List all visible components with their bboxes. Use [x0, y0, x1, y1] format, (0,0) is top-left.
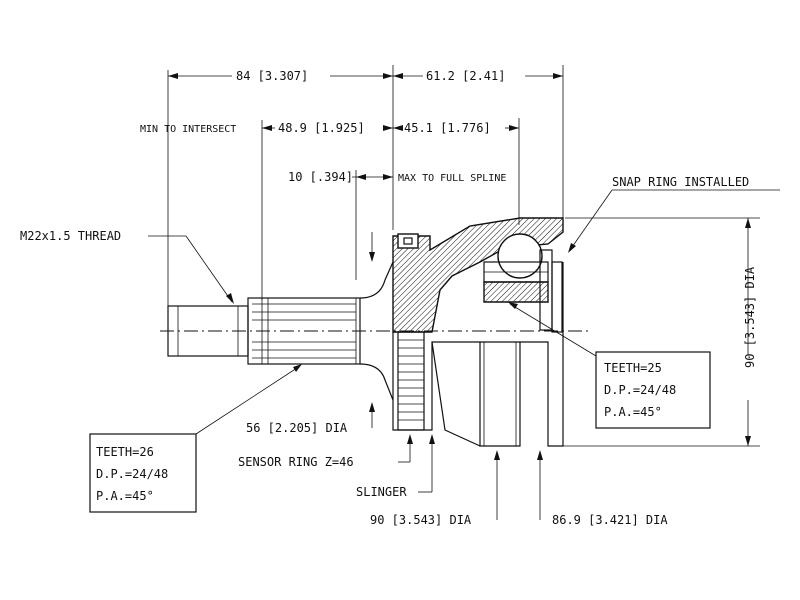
extension-lines — [167, 65, 760, 447]
left-pa: P.A.=45° — [96, 489, 154, 503]
left-dp: D.P.=24/48 — [96, 467, 168, 481]
dim-min-intersect-right: 45.1 [1.776] — [404, 121, 491, 135]
outer-dia-label: 90 [3.543] DIA — [743, 266, 757, 368]
right-pa: P.A.=45° — [604, 405, 662, 419]
shaft-dia-label: 56 [2.205] DIA — [246, 421, 348, 435]
leader-lines — [148, 189, 780, 520]
thread-label: M22x1.5 THREAD — [20, 229, 121, 243]
dim-min-intersect-left: 48.9 [1.925] — [278, 121, 365, 135]
snap-ring-label: SNAP RING INSTALLED — [612, 175, 749, 189]
bell-dia-label: 86.9 [3.421] DIA — [552, 513, 668, 527]
right-teeth: TEETH=25 — [604, 361, 662, 375]
slinger-label: SLINGER — [356, 485, 407, 499]
spline-label: MAX TO FULL SPLINE — [398, 173, 506, 184]
dim-spline: 10 [.394] — [288, 170, 353, 184]
sensor-ring-teeth — [397, 331, 425, 431]
left-teeth: TEETH=26 — [96, 445, 154, 459]
snap-ring-groove — [397, 233, 419, 249]
right-dp: D.P.=24/48 — [604, 383, 676, 397]
ball — [497, 233, 543, 279]
right-spline-box — [595, 351, 711, 429]
dim-overall-right: 61.2 [2.41] — [426, 69, 505, 83]
spline-teeth — [252, 298, 357, 364]
housing-dia-label: 90 [3.543] DIA — [370, 513, 472, 527]
dim-overall-left: 84 [3.307] — [236, 69, 308, 83]
dimension-lines — [168, 73, 751, 446]
inner-race — [483, 281, 549, 303]
sensor-ring-label: SENSOR RING Z=46 — [238, 455, 354, 469]
left-spline-box — [89, 433, 197, 513]
min-intersect-label: MIN TO INTERSECT — [140, 124, 236, 135]
cv-joint-body — [160, 217, 590, 447]
